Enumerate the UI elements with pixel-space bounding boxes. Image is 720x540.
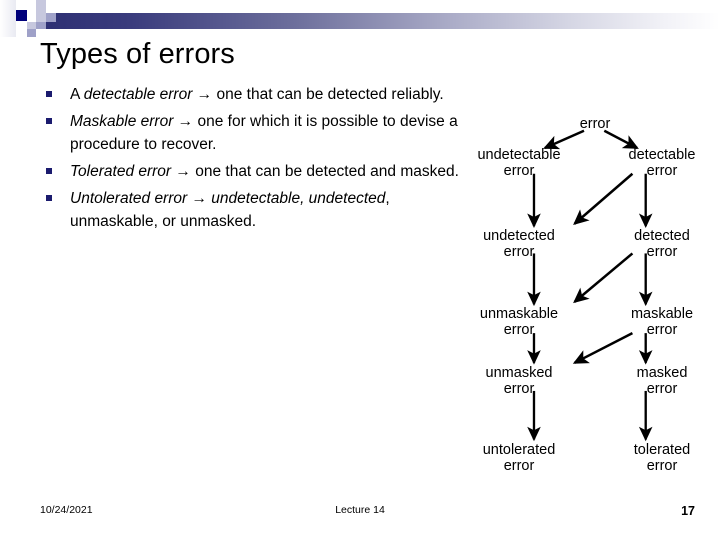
node-line-1: undetectable [477, 147, 561, 163]
bullet-text-3: Untolerated error → undetectable, undete… [70, 190, 390, 230]
square-bullet-icon [46, 168, 52, 174]
diagram-node-error: error [579, 116, 611, 133]
node-line-1: error [579, 116, 611, 132]
deco-fade-left [0, 0, 16, 37]
node-line-2: error [646, 243, 678, 260]
list-item: Tolerated error → one that can be detect… [40, 160, 470, 183]
node-line-2: error [503, 380, 535, 397]
slide-footer: 10/24/2021 Lecture 14 17 [0, 492, 720, 540]
bullet-text-1: Maskable error → one for which it is pos… [70, 113, 458, 153]
list-item: A detectable error → one that can be det… [40, 83, 470, 106]
deco-square [36, 22, 46, 31]
deco-square [36, 29, 46, 37]
footer-date: 10/24/2021 [40, 504, 93, 516]
deco-square [27, 22, 36, 31]
list-item: Untolerated error → undetectable, undete… [40, 187, 470, 233]
node-line-1: maskable [630, 306, 694, 322]
diagram-node-tolerated-error: tolerated error [633, 442, 691, 474]
edge-detected-unmaskable [573, 252, 634, 304]
footer-page-number: 17 [681, 504, 695, 518]
diagram-node-undetected-error: undetected error [483, 228, 555, 260]
node-line-1: detectable [628, 147, 696, 163]
edge-error-undetectable [543, 129, 585, 150]
deco-square [46, 13, 56, 22]
deco-square [46, 0, 56, 13]
node-line-1: tolerated [633, 442, 691, 458]
edge-error-detectable [603, 129, 639, 150]
deco-square [27, 13, 36, 22]
diagram-node-detectable-error: detectable error [628, 147, 696, 179]
bullet-text-2: Tolerated error → one that can be detect… [70, 163, 459, 180]
node-line-2: error [503, 243, 535, 260]
edge-maskable-unmasked [572, 332, 633, 364]
square-bullet-icon [46, 118, 52, 124]
deco-square [16, 10, 27, 21]
node-line-2: error [646, 321, 678, 338]
header-gradient-bar [35, 13, 720, 29]
edge-detectable-undetected [573, 172, 634, 226]
node-line-2: error [646, 162, 678, 179]
node-line-1: undetected [483, 228, 555, 244]
node-line-1: masked [636, 365, 688, 381]
diagram-node-unmaskable-error: unmaskable error [479, 306, 559, 338]
deco-square [18, 29, 27, 37]
deco-square [36, 0, 46, 13]
square-bullet-icon [46, 91, 52, 97]
diagram-node-untolerated-error: untolerated error [482, 442, 556, 474]
node-line-2: error [503, 321, 535, 338]
diagram-node-detected-error: detected error [634, 228, 690, 260]
diagram-node-unmasked-error: unmasked error [485, 365, 553, 397]
node-line-2: error [503, 457, 535, 474]
deco-square [36, 13, 46, 22]
node-line-1: unmasked [485, 365, 553, 381]
deco-square [26, 0, 36, 10]
list-item: Maskable error → one for which it is pos… [40, 110, 470, 156]
node-line-1: detected [634, 228, 690, 244]
bullet-list: A detectable error → one that can be det… [40, 83, 470, 237]
footer-lecture-label: Lecture 14 [335, 504, 385, 516]
node-line-1: unmaskable [479, 306, 559, 322]
node-line-2: error [503, 162, 535, 179]
diagram-node-undetectable-error: undetectable error [477, 147, 561, 179]
deco-square [27, 29, 36, 37]
bullet-text-0: A detectable error → one that can be det… [70, 86, 444, 103]
diagram-arrows [527, 129, 653, 442]
page-title: Types of errors [40, 38, 235, 70]
node-line-2: error [646, 380, 678, 397]
deco-square [16, 0, 26, 10]
square-bullet-icon [46, 195, 52, 201]
node-line-1: untolerated [482, 442, 556, 458]
diagram-node-masked-error: masked error [636, 365, 688, 397]
error-taxonomy-diagram: error undetectable error detectable erro… [455, 105, 720, 480]
diagram-node-maskable-error: maskable error [630, 306, 694, 338]
node-line-2: error [646, 457, 678, 474]
slide-header-decoration [0, 0, 720, 37]
